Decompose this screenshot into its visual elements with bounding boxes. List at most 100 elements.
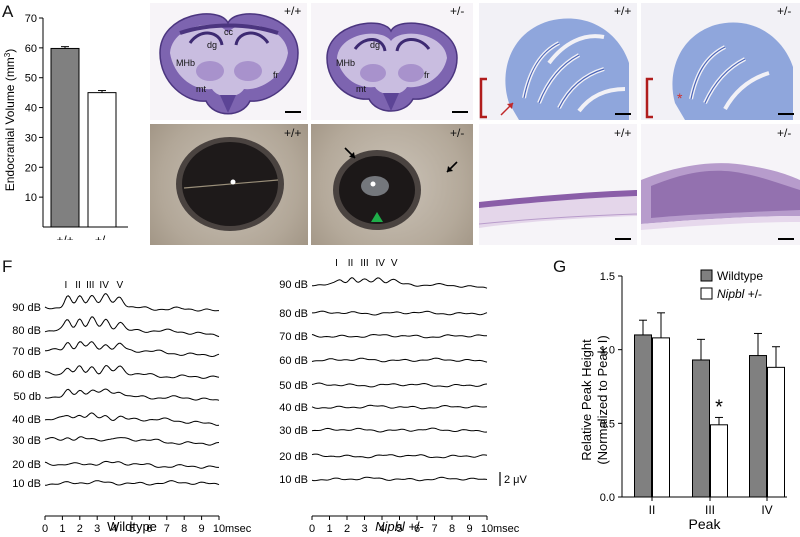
brain-label-dg-wt: dg [207, 40, 218, 50]
cerebellum-section-wildtype [479, 3, 637, 120]
brain-label-dg-het: dg [370, 40, 381, 50]
panel-a-ytick-label-40: 40 [25, 103, 37, 115]
wt-db-label-5: 40 dB [12, 414, 41, 426]
panel-g-ytick-label-0.0: 0.0 [600, 492, 615, 504]
het-xtick-label-9: 9 [466, 523, 472, 535]
wt-trace-8 [44, 480, 220, 486]
panel-g-bar-II-1 [652, 337, 670, 498]
cornea-wt-drawing [479, 190, 637, 228]
het-db-label-6: 30 dB [279, 425, 308, 437]
het-xtick-label-0: 0 [309, 523, 315, 535]
wt-db-label-8: 10 dB [12, 478, 41, 490]
het-trace-1 [312, 310, 488, 316]
cornea-section-het [641, 124, 800, 245]
wt-db-label-1: 80 dB [12, 325, 41, 337]
het-db-label-5: 40 dB [279, 402, 308, 414]
panel-a-ytick-label-30: 30 [25, 132, 37, 144]
scale-bar-c-het [778, 113, 794, 115]
panel-a-ytick-label-60: 60 [25, 43, 37, 55]
het-peak-label-III: III [360, 258, 368, 269]
genotype-label-d-het: +/- [450, 126, 465, 140]
het-trace-6 [311, 427, 488, 433]
genotype-label-c-wt: +/+ [614, 4, 632, 18]
scale-bar-b-het [452, 111, 468, 113]
het-trace-5 [311, 404, 488, 410]
wt-xtick-label-3: 3 [94, 523, 100, 535]
eye-photo-wildtype [150, 124, 308, 245]
wt-trace-0 [44, 293, 219, 312]
scale-bar-b-wt [285, 111, 301, 113]
het-xtick-label-6: 6 [414, 523, 420, 535]
panel-g-x-label: Peak [689, 516, 722, 532]
panel-g-legend-label-wt: Wildtype [717, 269, 763, 283]
panel-a-bar-1 [87, 92, 117, 228]
wt-xtick-label-7: 7 [164, 523, 170, 535]
het-trace-0 [311, 277, 488, 289]
het-trace-3 [311, 357, 488, 363]
brain-label-mt-wt: mt [196, 84, 206, 94]
brain-label-mt-het: mt [356, 84, 366, 94]
het-xtick-label-8: 8 [449, 523, 455, 535]
wt-db-label-0: 90 dB [12, 302, 41, 314]
panel-g-xtick-label-II: II [649, 503, 656, 517]
het-x-label: Nipbl +/- [375, 519, 424, 534]
brain-section-het [311, 3, 473, 120]
brain-wt-drawing [159, 13, 299, 115]
panel-g-legend-swatch-wt [700, 269, 713, 282]
wt-db-label-2: 70 dB [12, 346, 41, 358]
genotype-label-b-het: +/- [450, 4, 465, 18]
het-db-label-2: 70 dB [279, 331, 308, 343]
cornea-section-wildtype [479, 124, 637, 245]
het-peak-label-IV: IV [376, 258, 386, 269]
brain-het-drawing [326, 22, 458, 112]
wt-xtick-label-2: 2 [77, 523, 83, 535]
panel-g-ytick-label-0.5: 0.5 [600, 418, 615, 430]
wt-xtick-label-10: 10 [213, 523, 225, 535]
wt-db-label-7: 20 dB [12, 459, 41, 471]
panel-a-chart: Endocranial Volume (mm3) 10203040506070+… [3, 13, 128, 240]
het-xtick-label-4: 4 [379, 523, 385, 535]
panel-a-xtick-label-1: +/- [95, 233, 109, 240]
panel-letter-a: A [2, 2, 14, 21]
het-db-label-0: 90 dB [279, 279, 308, 291]
panel-a-ytick-label-20: 20 [25, 162, 37, 174]
wt-db-label-6: 30 dB [12, 435, 41, 447]
cornea-het-drawing [641, 163, 800, 230]
wt-peak-label-V: V [116, 280, 123, 291]
wt-x-label: Wildtype [107, 519, 157, 534]
panel-g-xtick-label-IV: IV [761, 503, 772, 517]
wt-peak-label-II: II [75, 280, 81, 291]
panel-g-bar-IV-1 [767, 366, 785, 498]
het-xtick-label-5: 5 [396, 523, 402, 535]
panel-g-ylabel: Relative Peak Height [579, 339, 594, 461]
panel-g-bar-II-0 [634, 334, 652, 498]
wt-trace-3 [45, 364, 220, 379]
het-xtick-label-7: 7 [431, 523, 437, 535]
het-xtick-label-1: 1 [326, 523, 332, 535]
wt-xtick-label-8: 8 [181, 523, 187, 535]
panel-g-significance-star: * [715, 396, 723, 418]
brain-label-fr-wt: fr [273, 70, 279, 80]
wt-xtick-label-0: 0 [42, 523, 48, 535]
panel-a-ytick-label-10: 10 [25, 192, 37, 204]
wt-peak-label-I: I [64, 280, 67, 291]
het-trace-7 [311, 453, 488, 459]
wt-xtick-label-5: 5 [129, 523, 135, 535]
cerebellum-wt-drawing [479, 18, 629, 120]
eye-wt-drawing [176, 137, 284, 231]
scale-bar-c-wt [615, 113, 631, 115]
panel-a-bar-0 [50, 47, 80, 228]
genotype-label-d-wt: +/+ [284, 126, 302, 140]
wt-trace-4 [44, 388, 220, 401]
brain-label-mhb-wt: MHb [176, 58, 196, 68]
het-peak-label-II: II [348, 258, 354, 269]
het-trace-2 [311, 333, 488, 339]
panel-g-legend-label-het: Nipbl +/- [717, 287, 762, 301]
wt-trace-2 [45, 341, 220, 358]
genotype-label-c-het: +/- [777, 4, 792, 18]
scale-bar-e-wt [615, 238, 631, 240]
scalebar-label: 2 μV [504, 474, 528, 486]
brain-label-mhb-het: MHb [336, 58, 356, 68]
wt-xtick-label-9: 9 [199, 523, 205, 535]
